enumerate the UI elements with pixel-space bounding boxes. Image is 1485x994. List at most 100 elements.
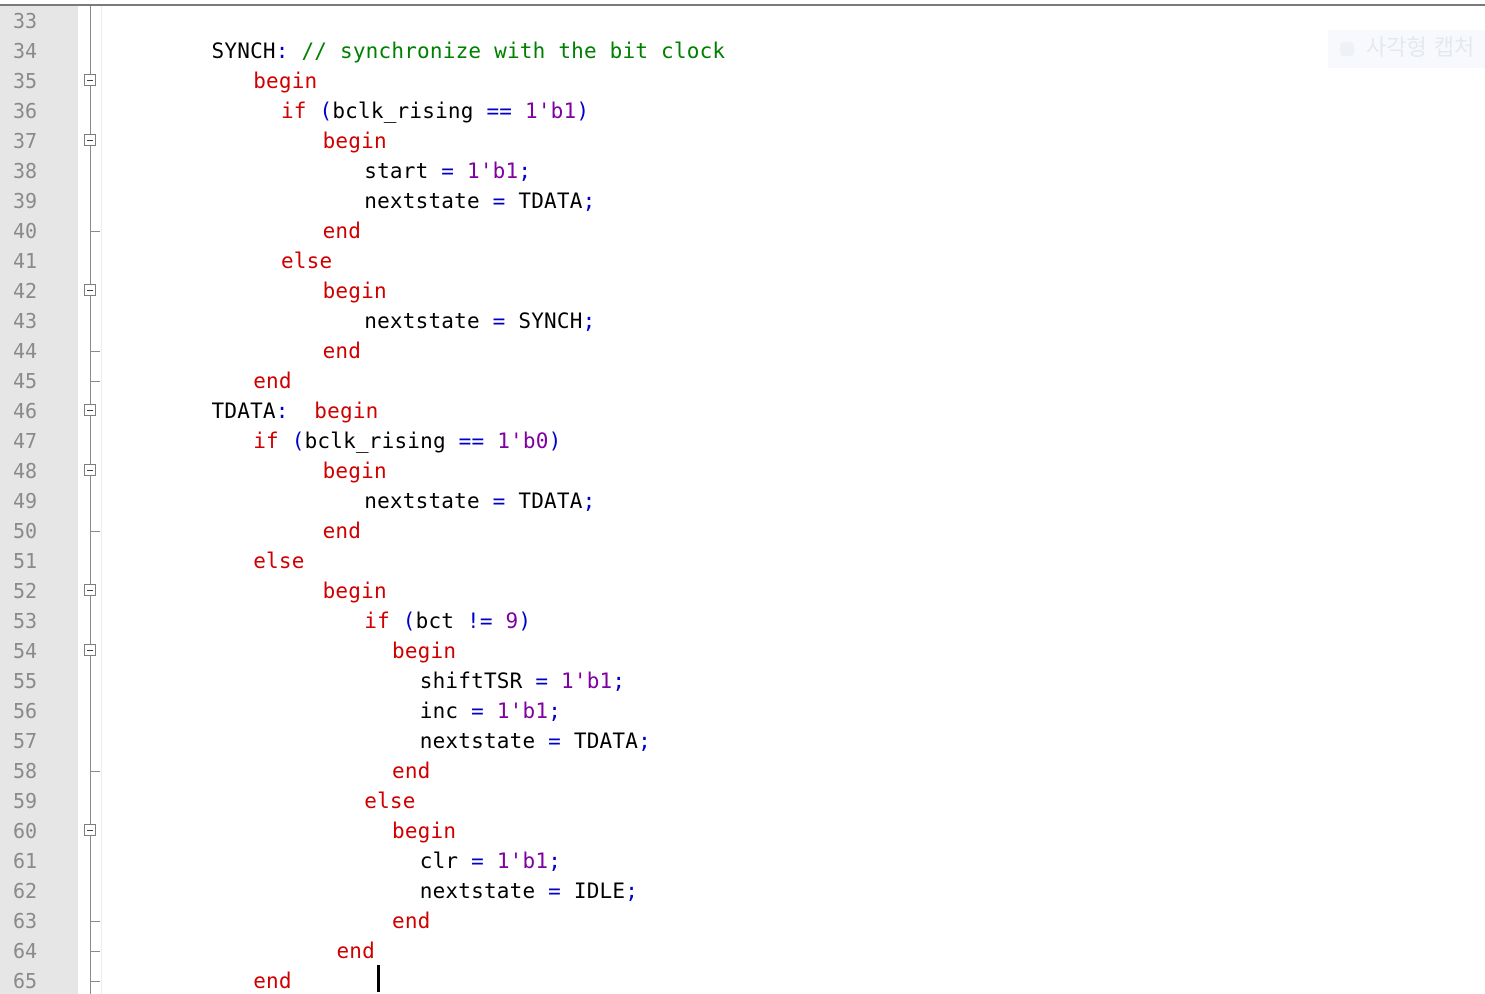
line-number: 47 bbox=[13, 429, 38, 453]
code-token-keyword: begin bbox=[322, 579, 387, 603]
code-line[interactable]: 52 begin bbox=[0, 576, 1485, 606]
fold-toggle-icon[interactable] bbox=[84, 284, 96, 296]
fold-end-marker bbox=[91, 531, 100, 532]
code-text: inc = 1'b1; bbox=[420, 696, 561, 726]
code-text: begin bbox=[323, 576, 387, 606]
code-token-keyword: end bbox=[322, 339, 362, 363]
code-token-operator: ) bbox=[518, 609, 532, 633]
code-token-identifier: TDATA bbox=[573, 729, 639, 753]
code-text: begin bbox=[323, 456, 387, 486]
fold-toggle-icon[interactable] bbox=[84, 134, 96, 146]
code-token-keyword: end bbox=[322, 219, 362, 243]
text-caret bbox=[377, 965, 380, 992]
code-token-operator: = bbox=[428, 159, 467, 183]
code-line[interactable]: 50 end bbox=[0, 516, 1485, 546]
code-token-identifier: SYNCH bbox=[518, 309, 583, 333]
code-token-keyword: end bbox=[336, 939, 375, 963]
code-token-keyword: if bbox=[253, 429, 279, 453]
code-token-operator: ( bbox=[278, 429, 305, 453]
code-token-identifier: nextstate bbox=[419, 879, 536, 903]
code-text: nextstate = TDATA; bbox=[364, 486, 595, 516]
code-text: if (bclk_rising == 1'b1) bbox=[281, 96, 589, 126]
code-text: end bbox=[253, 966, 292, 994]
code-line[interactable]: 51 else bbox=[0, 546, 1485, 576]
code-line[interactable]: 36 if (bclk_rising == 1'b1) bbox=[0, 96, 1485, 126]
line-number: 50 bbox=[13, 519, 38, 543]
code-token-keyword: begin bbox=[322, 459, 387, 483]
fold-toggle-icon[interactable] bbox=[84, 584, 96, 596]
code-token-keyword: else bbox=[364, 789, 416, 813]
code-text: shiftTSR = 1'b1; bbox=[420, 666, 626, 696]
code-token-operator: = bbox=[535, 729, 574, 753]
fold-end-marker bbox=[91, 951, 100, 952]
code-line[interactable]: 40 end bbox=[0, 216, 1485, 246]
code-text: end bbox=[253, 366, 292, 396]
watermark-text: 사각형 캡처 bbox=[1366, 36, 1475, 61]
code-token-number: 9 bbox=[505, 609, 519, 633]
fold-toggle-icon[interactable] bbox=[84, 74, 96, 86]
fold-end-marker bbox=[91, 351, 100, 352]
fold-toggle-icon[interactable] bbox=[84, 404, 96, 416]
code-text: else bbox=[253, 546, 304, 576]
line-number-gutter bbox=[0, 6, 78, 994]
line-number: 63 bbox=[13, 909, 38, 933]
fold-toggle-icon[interactable] bbox=[84, 824, 96, 836]
code-token-keyword: end bbox=[322, 519, 362, 543]
code-token-identifier: TDATA bbox=[518, 489, 583, 513]
code-token-identifier: TDATA bbox=[518, 189, 583, 213]
line-number: 53 bbox=[13, 609, 38, 633]
line-number: 56 bbox=[13, 699, 38, 723]
line-number: 37 bbox=[13, 129, 38, 153]
code-text: begin bbox=[323, 276, 387, 306]
code-token-operator: ; bbox=[548, 699, 562, 723]
code-token-operator: != bbox=[454, 609, 506, 633]
code-token-number: 1'b0 bbox=[497, 429, 549, 453]
line-number: 51 bbox=[13, 549, 38, 573]
code-token-identifier: IDLE bbox=[573, 879, 626, 903]
line-number: 52 bbox=[13, 579, 38, 603]
line-number: 41 bbox=[13, 249, 38, 273]
code-token-operator: = bbox=[535, 879, 574, 903]
code-line[interactable]: 33 bbox=[0, 6, 1485, 36]
line-number: 36 bbox=[13, 99, 38, 123]
capture-icon bbox=[1340, 42, 1354, 56]
line-number: 61 bbox=[13, 849, 38, 873]
line-number: 40 bbox=[13, 219, 38, 243]
fold-toggle-icon[interactable] bbox=[84, 464, 96, 476]
code-token-identifier: SYNCH bbox=[211, 39, 276, 63]
fold-end-marker bbox=[91, 771, 100, 772]
line-number: 43 bbox=[13, 309, 38, 333]
line-number: 60 bbox=[13, 819, 38, 843]
fold-toggle-icon[interactable] bbox=[84, 644, 96, 656]
code-line[interactable]: 56 inc = 1'b1; bbox=[0, 696, 1485, 726]
line-number: 35 bbox=[13, 69, 38, 93]
line-number: 54 bbox=[13, 639, 38, 663]
